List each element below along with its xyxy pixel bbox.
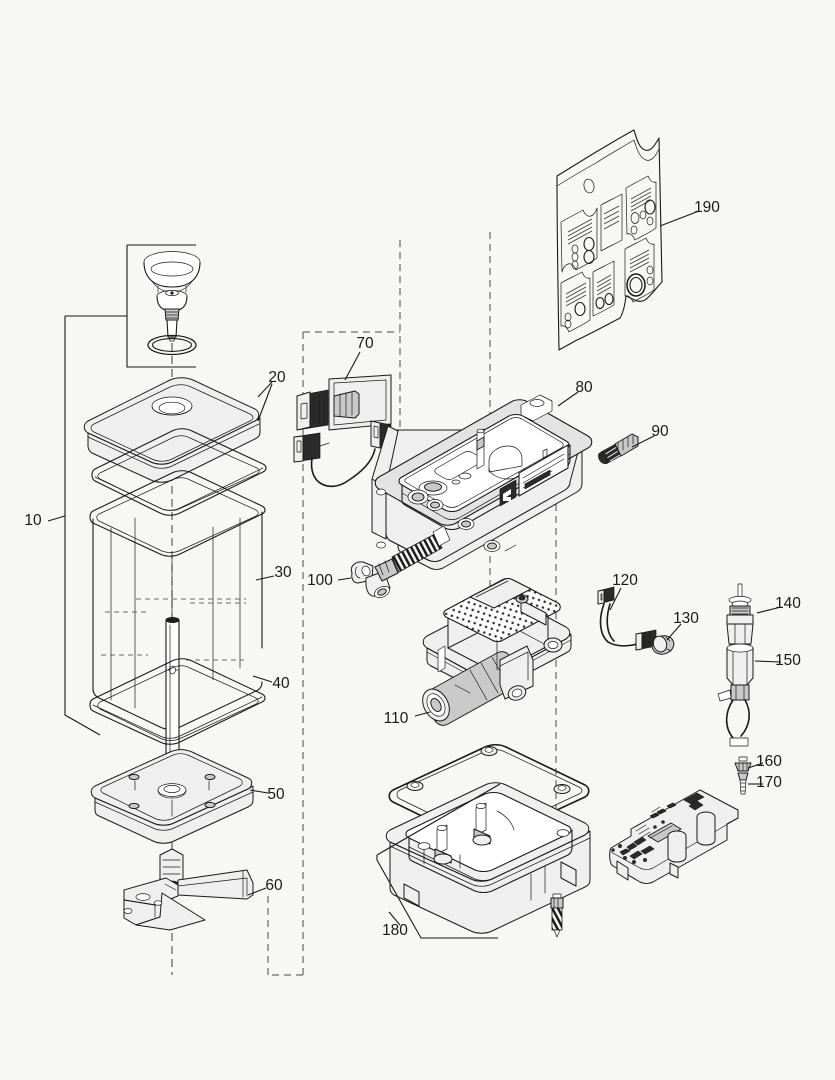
housing-data-label [518, 444, 569, 497]
seal-pack-2 [625, 175, 657, 241]
callout-70: 70 [356, 335, 374, 352]
callout-120: 120 [612, 572, 638, 589]
part-filler-cap [143, 251, 201, 293]
seal-pack-3 [560, 271, 591, 333]
callout-100: 100 [307, 572, 333, 589]
part-long-screw [550, 893, 564, 938]
callout-170: 170 [756, 774, 782, 791]
callout-30: 30 [274, 564, 292, 581]
callout-160: 160 [756, 753, 782, 770]
seal-pack-1 [600, 193, 623, 252]
callout-labels: 10 20 30 40 50 60 70 80 90 100 110 120 130 140 150 160 1… [24, 199, 801, 939]
part-tank-lid [83, 377, 261, 483]
part-switch-connector [717, 643, 754, 747]
part-tank-body [89, 470, 266, 730]
part-lower-wiring-harness [597, 586, 657, 651]
part-base-plate [90, 749, 254, 844]
part-seal-kit-sheet [556, 129, 663, 351]
seal-pack-5 [624, 237, 655, 303]
callout-140: 140 [775, 595, 801, 612]
callout-180: 180 [382, 922, 408, 939]
part-mounting-bracket [123, 848, 254, 931]
bracket-10 [64, 244, 196, 736]
part-pump-motor-assembly [422, 577, 572, 726]
part-rubber-grommet [651, 635, 675, 655]
callout-40: 40 [272, 675, 290, 692]
part-lower-base-tray [385, 782, 591, 938]
leader-extras [47, 210, 782, 926]
seal-pack-4 [592, 260, 615, 317]
callout-20: 20 [268, 369, 286, 386]
seal-pack-0 [560, 207, 598, 273]
part-screw-washer [734, 756, 752, 795]
callout-50: 50 [267, 786, 285, 803]
callout-10: 10 [24, 512, 42, 529]
bracket-180 [376, 783, 501, 939]
part-tank-gasket [89, 658, 266, 745]
part-lid-seal-ring [91, 428, 267, 516]
part-upper-wiring-harness [293, 374, 392, 488]
callout-90: 90 [651, 423, 669, 440]
part-threaded-plug [598, 433, 639, 465]
part-elbow-fitting [350, 525, 451, 599]
part-control-pcb [609, 789, 739, 884]
callout-150: 150 [775, 652, 801, 669]
callout-110: 110 [384, 710, 409, 727]
callout-60: 60 [265, 877, 283, 894]
part-o-ring [147, 334, 197, 356]
callout-80: 80 [575, 379, 593, 396]
part-main-housing [371, 394, 593, 570]
callout-130: 130 [673, 610, 699, 627]
part-valve-stem [156, 290, 188, 342]
callout-190: 190 [694, 199, 720, 216]
